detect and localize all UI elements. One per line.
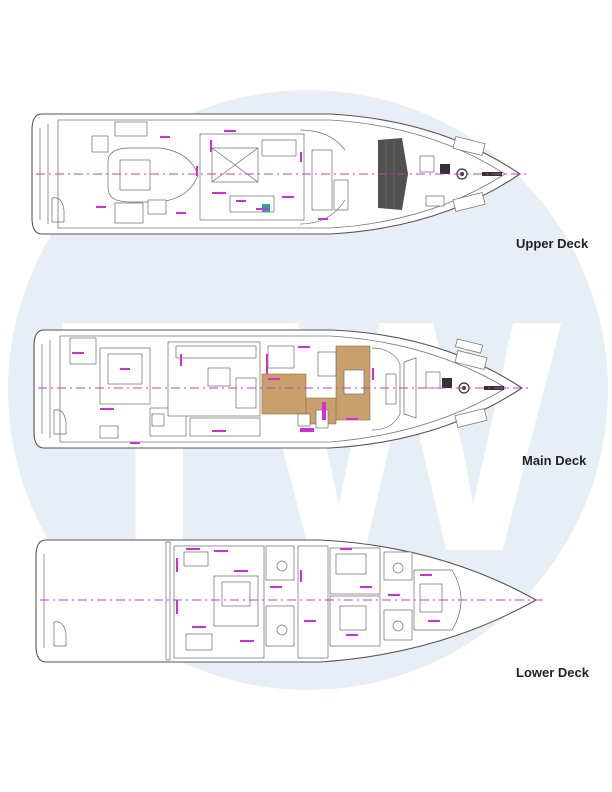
main-wood-floor-aft bbox=[261, 373, 307, 415]
lower-deck-label: Lower Deck bbox=[516, 665, 589, 680]
upper-deck-plan bbox=[31, 113, 530, 235]
upper-dimension-marks bbox=[96, 130, 328, 220]
main-deck-plan bbox=[33, 329, 532, 449]
lower-deck-plan bbox=[35, 539, 546, 663]
main-deck-label: Main Deck bbox=[522, 453, 587, 468]
upper-deck-label: Upper Deck bbox=[516, 236, 589, 251]
lower-dimension-marks bbox=[176, 548, 440, 642]
main-dimension-marks bbox=[72, 346, 374, 444]
